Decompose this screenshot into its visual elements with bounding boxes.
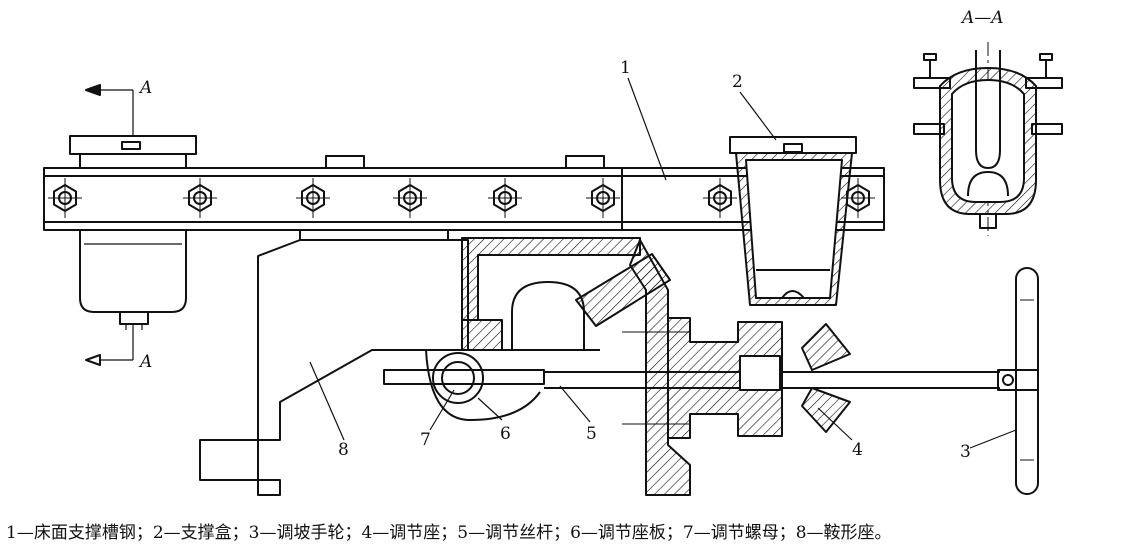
section-arrow-label-bottom: A <box>140 352 153 372</box>
part-label-8: 8 <box>338 440 349 460</box>
mechanical-assembly-drawing <box>43 42 1063 496</box>
beam-lug-1 <box>325 155 365 169</box>
part-label-4: 4 <box>852 440 863 460</box>
figure-caption: 1—床面支撑槽钢；2—支撑盒；3—调坡手轮；4—调节座；5—调节丝杆；6—调节座… <box>6 523 892 543</box>
bolt-row <box>48 178 875 218</box>
support-box <box>729 136 857 306</box>
part-label-7: 7 <box>420 430 431 450</box>
section-a-a-view <box>913 42 1063 236</box>
section-cut-arrows <box>85 84 134 366</box>
part-label-6: 6 <box>500 424 511 444</box>
left-support-box <box>79 230 187 330</box>
top-clamp-left <box>69 135 197 169</box>
section-view-title: A—A <box>962 8 1004 28</box>
leader-lines <box>309 77 1017 449</box>
section-arrow-label-top: A <box>140 78 153 98</box>
adjusting-nut <box>432 352 484 404</box>
part-label-1: 1 <box>620 58 631 78</box>
beam-lug-2 <box>565 155 605 169</box>
part-label-2: 2 <box>732 72 743 92</box>
slope-handwheel <box>997 267 1039 495</box>
slanted-bracket <box>575 253 671 327</box>
part-label-5: 5 <box>586 424 597 444</box>
part-label-3: 3 <box>960 442 971 462</box>
adjusting-seat <box>622 317 851 439</box>
